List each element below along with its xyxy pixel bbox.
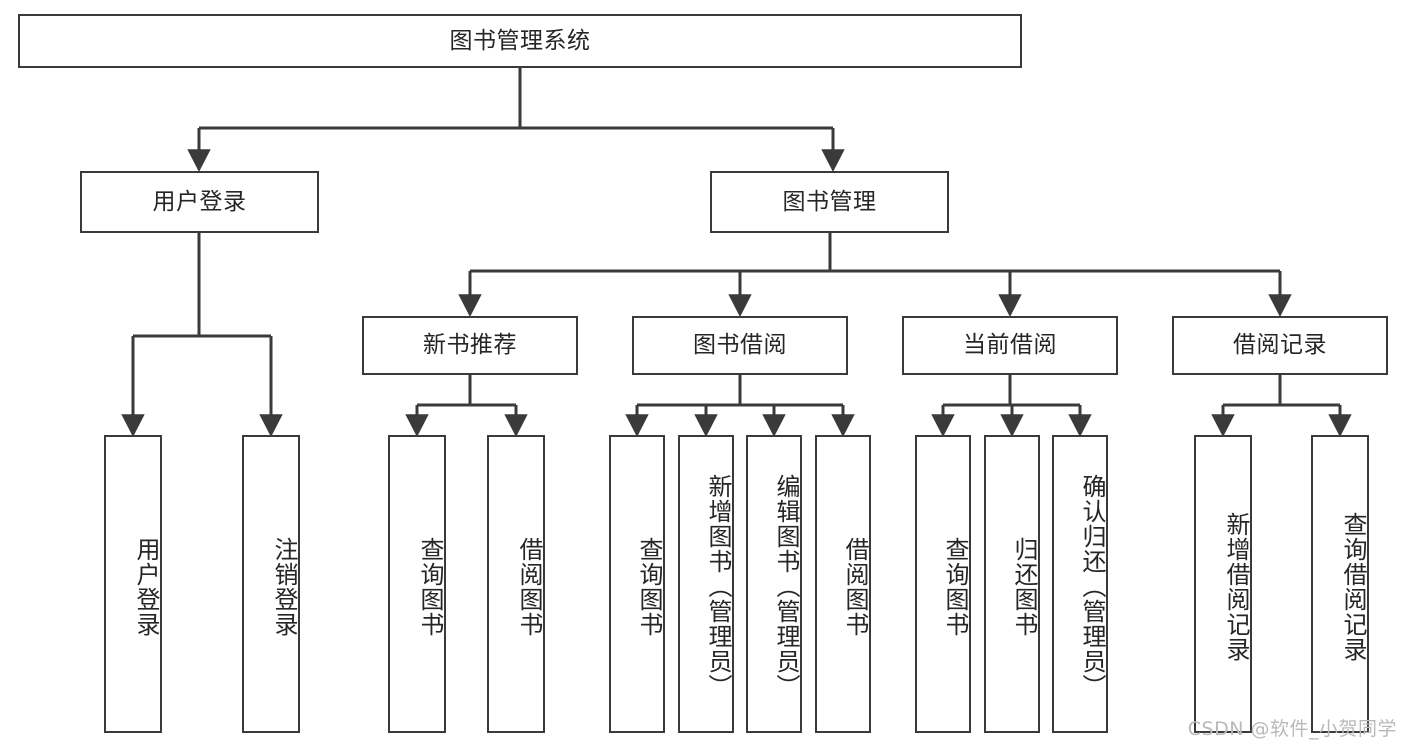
node-new-book-recommend[interactable]: 新书推荐 xyxy=(362,316,578,375)
node-user-logout-label: 注销登录 xyxy=(270,537,298,637)
node-borrow-record-label: 借阅记录 xyxy=(1233,332,1327,359)
node-record-add[interactable]: 新增借阅记录 xyxy=(1194,435,1252,733)
node-book-manage-label: 图书管理 xyxy=(782,188,877,215)
node-borrow-borrow-book-label: 借阅图书 xyxy=(841,537,869,637)
node-current-return-book[interactable]: 归还图书 xyxy=(984,435,1040,733)
node-borrow-edit-book[interactable]: 编辑图书（管理员） xyxy=(746,435,802,733)
node-current-confirm-return[interactable]: 确认归还（管理员） xyxy=(1052,435,1108,733)
node-borrow-edit-book-label: 编辑图书（管理员） xyxy=(772,473,800,699)
node-user-login[interactable]: 用户登录 xyxy=(80,171,319,233)
node-current-borrow[interactable]: 当前借阅 xyxy=(902,316,1118,375)
node-book-borrow-label: 图书借阅 xyxy=(693,332,787,359)
node-borrow-query-book-label: 查询图书 xyxy=(635,537,663,637)
node-recommend-query-book-label: 查询图书 xyxy=(416,537,444,637)
node-user-login-do[interactable]: 用户登录 xyxy=(104,435,162,733)
node-user-login-label: 用户登录 xyxy=(152,188,247,215)
node-current-return-book-label: 归还图书 xyxy=(1010,537,1038,637)
node-root[interactable]: 图书管理系统 xyxy=(18,14,1022,68)
node-borrow-borrow-book[interactable]: 借阅图书 xyxy=(815,435,871,733)
node-record-query[interactable]: 查询借阅记录 xyxy=(1311,435,1369,733)
node-root-label: 图书管理系统 xyxy=(449,27,591,54)
node-borrow-query-book[interactable]: 查询图书 xyxy=(609,435,665,733)
node-record-query-label: 查询借阅记录 xyxy=(1339,512,1367,662)
node-borrow-record[interactable]: 借阅记录 xyxy=(1172,316,1388,375)
node-user-logout[interactable]: 注销登录 xyxy=(242,435,300,733)
node-recommend-borrow-book[interactable]: 借阅图书 xyxy=(487,435,545,733)
watermark-text: CSDN @软件_小贺同学 xyxy=(1187,718,1397,740)
node-new-book-recommend-label: 新书推荐 xyxy=(423,332,517,359)
node-recommend-query-book[interactable]: 查询图书 xyxy=(388,435,446,733)
node-current-query-book-label: 查询图书 xyxy=(941,537,969,637)
node-recommend-borrow-book-label: 借阅图书 xyxy=(515,537,543,637)
node-current-query-book[interactable]: 查询图书 xyxy=(915,435,971,733)
node-book-manage[interactable]: 图书管理 xyxy=(710,171,949,233)
node-current-confirm-return-label: 确认归还（管理员） xyxy=(1078,473,1106,699)
node-user-login-do-label: 用户登录 xyxy=(132,537,160,637)
node-borrow-add-book-label: 新增图书（管理员） xyxy=(704,473,732,699)
node-record-add-label: 新增借阅记录 xyxy=(1222,512,1250,662)
node-book-borrow[interactable]: 图书借阅 xyxy=(632,316,848,375)
node-current-borrow-label: 当前借阅 xyxy=(963,332,1057,359)
node-borrow-add-book[interactable]: 新增图书（管理员） xyxy=(678,435,734,733)
